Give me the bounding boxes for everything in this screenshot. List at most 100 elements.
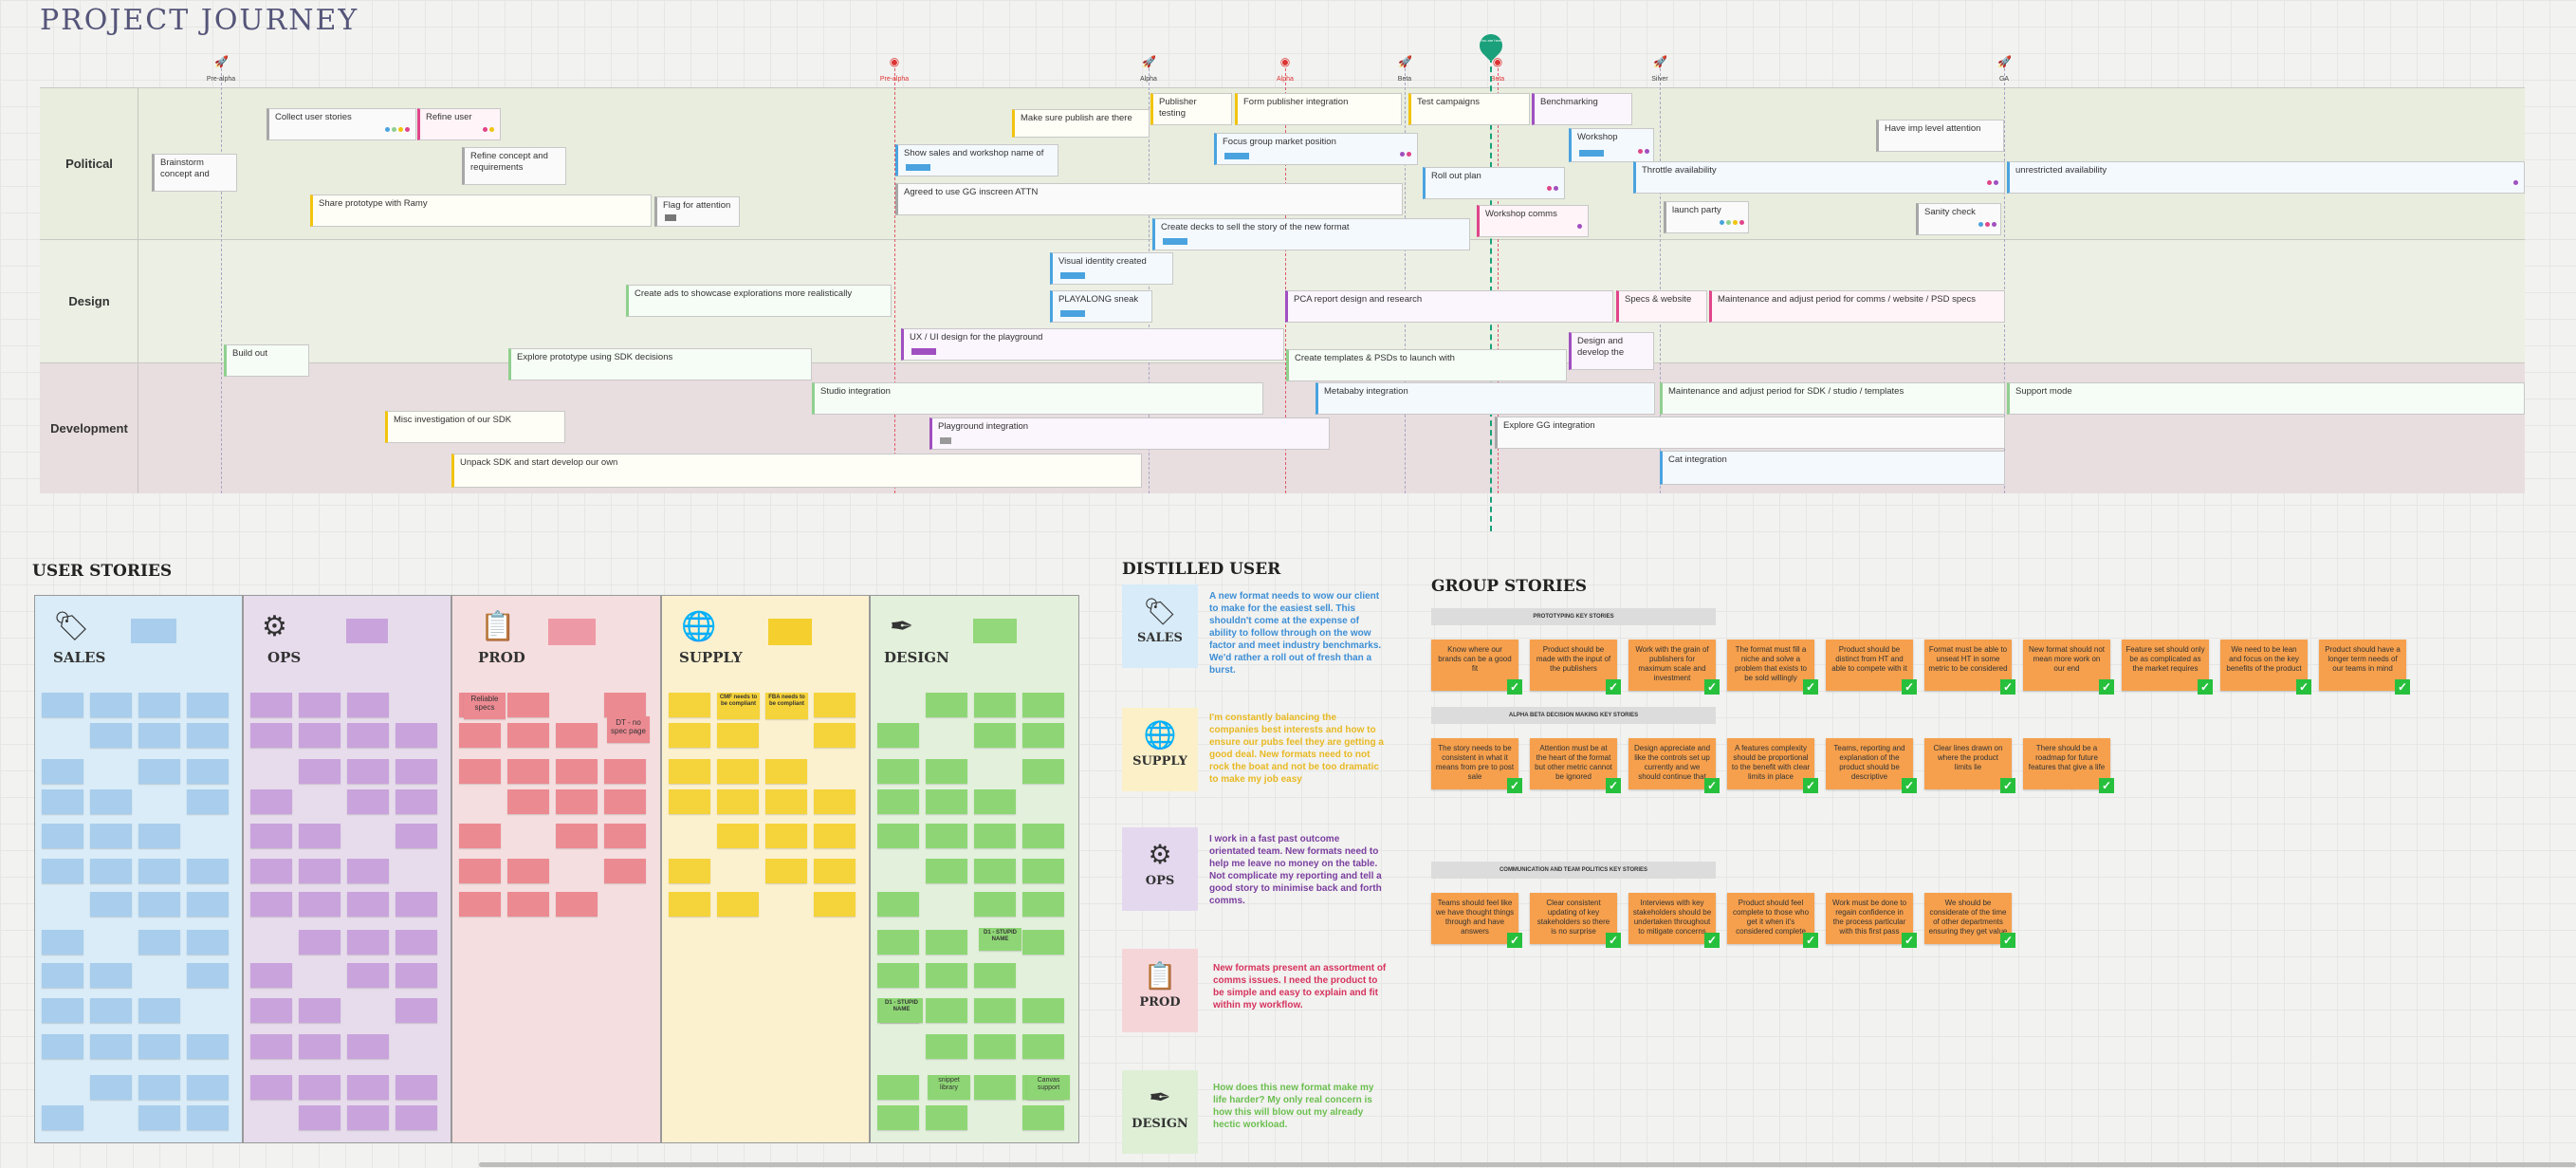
task-bar[interactable]: Collect user stories xyxy=(267,108,416,140)
sticky-note[interactable] xyxy=(90,1034,132,1059)
sticky-note[interactable] xyxy=(299,859,340,883)
sticky-note[interactable] xyxy=(459,723,501,748)
sticky-note[interactable] xyxy=(814,723,856,748)
sticky-note[interactable] xyxy=(347,693,389,717)
sticky-note[interactable] xyxy=(90,693,132,717)
sticky-note[interactable] xyxy=(926,1105,967,1130)
task-bar[interactable]: Have imp level attention xyxy=(1876,120,2004,152)
sticky-note[interactable] xyxy=(974,1034,1016,1059)
sticky-note[interactable] xyxy=(669,892,710,917)
sticky-note[interactable] xyxy=(42,998,83,1023)
sticky-note[interactable] xyxy=(877,789,919,814)
sticky-note[interactable] xyxy=(187,723,229,748)
group-story-card[interactable]: Product should be distinct from HT and a… xyxy=(1826,640,1917,695)
sticky-note[interactable] xyxy=(299,998,340,1023)
sticky-note[interactable] xyxy=(814,693,856,717)
sticky-note[interactable] xyxy=(1022,723,1064,748)
task-bar[interactable]: unrestricted availability xyxy=(2007,161,2525,194)
sticky-note[interactable]: Canvas support xyxy=(1027,1075,1070,1100)
sticky-note[interactable] xyxy=(299,759,340,784)
sticky-note[interactable] xyxy=(187,859,229,883)
sticky-note[interactable]: CMF needs to be compliant xyxy=(717,693,760,719)
sticky-note[interactable] xyxy=(187,789,229,814)
sticky-note[interactable] xyxy=(396,789,437,814)
sticky-note[interactable] xyxy=(347,1105,389,1130)
sticky-note[interactable] xyxy=(877,759,919,784)
sticky-note[interactable] xyxy=(90,998,132,1023)
task-bar[interactable]: PLAYALONG sneak xyxy=(1050,290,1152,323)
sticky-note[interactable] xyxy=(765,859,807,883)
sticky-note[interactable] xyxy=(299,723,340,748)
sticky-note[interactable] xyxy=(877,963,919,988)
sticky-note[interactable] xyxy=(604,759,646,784)
sticky-note[interactable] xyxy=(459,892,501,917)
sticky-note[interactable] xyxy=(90,824,132,848)
sticky-note[interactable] xyxy=(877,1075,919,1100)
sticky-note[interactable] xyxy=(926,789,967,814)
sticky-note[interactable]: D1 - STUPID NAME xyxy=(880,998,923,1023)
sticky-note[interactable] xyxy=(250,892,292,917)
task-bar[interactable]: Create templates & PSDs to launch with xyxy=(1286,349,1567,381)
sticky-note[interactable] xyxy=(299,824,340,848)
group-story-card[interactable]: Clear consistent updating of key stakeho… xyxy=(1530,893,1621,948)
sticky-note[interactable] xyxy=(396,759,437,784)
task-bar[interactable]: Create decks to sell the story of the ne… xyxy=(1152,218,1470,250)
task-bar[interactable]: Share prototype with Ramy xyxy=(310,195,652,227)
sticky-note[interactable] xyxy=(138,859,180,883)
sticky-note[interactable] xyxy=(42,824,83,848)
sticky-note[interactable] xyxy=(507,759,549,784)
sticky-note[interactable] xyxy=(138,723,180,748)
group-story-card[interactable]: Work must be done to regain confidence i… xyxy=(1826,893,1917,948)
sticky-note[interactable] xyxy=(877,1105,919,1130)
sticky-note[interactable] xyxy=(347,759,389,784)
group-story-card[interactable]: A features complexity should be proporti… xyxy=(1727,738,1818,793)
sticky-note[interactable] xyxy=(877,723,919,748)
sticky-note[interactable] xyxy=(459,859,501,883)
sticky-note[interactable] xyxy=(42,963,83,988)
sticky-note[interactable] xyxy=(299,930,340,955)
sticky-note[interactable] xyxy=(187,1105,229,1130)
group-story-card[interactable]: New format should not mean more work on … xyxy=(2023,640,2114,695)
sticky-note[interactable] xyxy=(299,1105,340,1130)
sticky-note[interactable] xyxy=(138,1075,180,1100)
task-bar[interactable]: Refine user xyxy=(417,108,501,140)
sticky-note[interactable] xyxy=(926,824,967,848)
sticky-note[interactable] xyxy=(250,1034,292,1059)
group-story-card[interactable]: Teams should feel like we have thought t… xyxy=(1431,893,1522,948)
sticky-note[interactable] xyxy=(814,824,856,848)
sticky-note[interactable] xyxy=(250,723,292,748)
task-bar[interactable]: Flag for attention xyxy=(654,196,740,227)
sticky-note[interactable] xyxy=(250,859,292,883)
task-bar[interactable]: launch party xyxy=(1664,201,1749,233)
sticky-note[interactable] xyxy=(42,1034,83,1059)
sticky-note[interactable] xyxy=(717,723,759,748)
task-bar[interactable]: Specs & website xyxy=(1616,290,1707,323)
task-bar[interactable]: Playground integration xyxy=(929,417,1330,450)
sticky-note[interactable] xyxy=(669,723,710,748)
sticky-note[interactable] xyxy=(974,998,1016,1023)
sticky-note[interactable] xyxy=(717,789,759,814)
sticky-note[interactable] xyxy=(250,824,292,848)
sticky-note[interactable] xyxy=(926,859,967,883)
group-story-card[interactable]: Design appreciate and like the controls … xyxy=(1628,738,1720,793)
sticky-note[interactable] xyxy=(604,859,646,883)
group-story-card[interactable]: There should be a roadmap for future fea… xyxy=(2023,738,2114,793)
sticky-note[interactable] xyxy=(90,892,132,917)
group-story-card[interactable]: Feature set should only be as complicate… xyxy=(2122,640,2213,695)
sticky-note[interactable]: D1 - STUPID NAME xyxy=(979,928,1021,951)
sticky-note[interactable] xyxy=(42,930,83,955)
sticky-note[interactable] xyxy=(765,824,807,848)
group-story-card[interactable]: Attention must be at the heart of the fo… xyxy=(1530,738,1621,793)
task-bar[interactable]: Sanity check xyxy=(1916,203,2001,235)
sticky-note[interactable] xyxy=(604,824,646,848)
sticky-note[interactable] xyxy=(814,892,856,917)
sticky-note[interactable] xyxy=(187,892,229,917)
sticky-note[interactable] xyxy=(250,693,292,717)
task-bar[interactable]: Build out xyxy=(224,344,309,377)
sticky-note[interactable] xyxy=(250,1075,292,1100)
sticky-note[interactable] xyxy=(926,759,967,784)
sticky-note[interactable] xyxy=(717,824,759,848)
group-story-card[interactable]: We need to be lean and focus on the key … xyxy=(2220,640,2311,695)
sticky-note[interactable] xyxy=(974,723,1016,748)
sticky-note[interactable] xyxy=(90,1075,132,1100)
